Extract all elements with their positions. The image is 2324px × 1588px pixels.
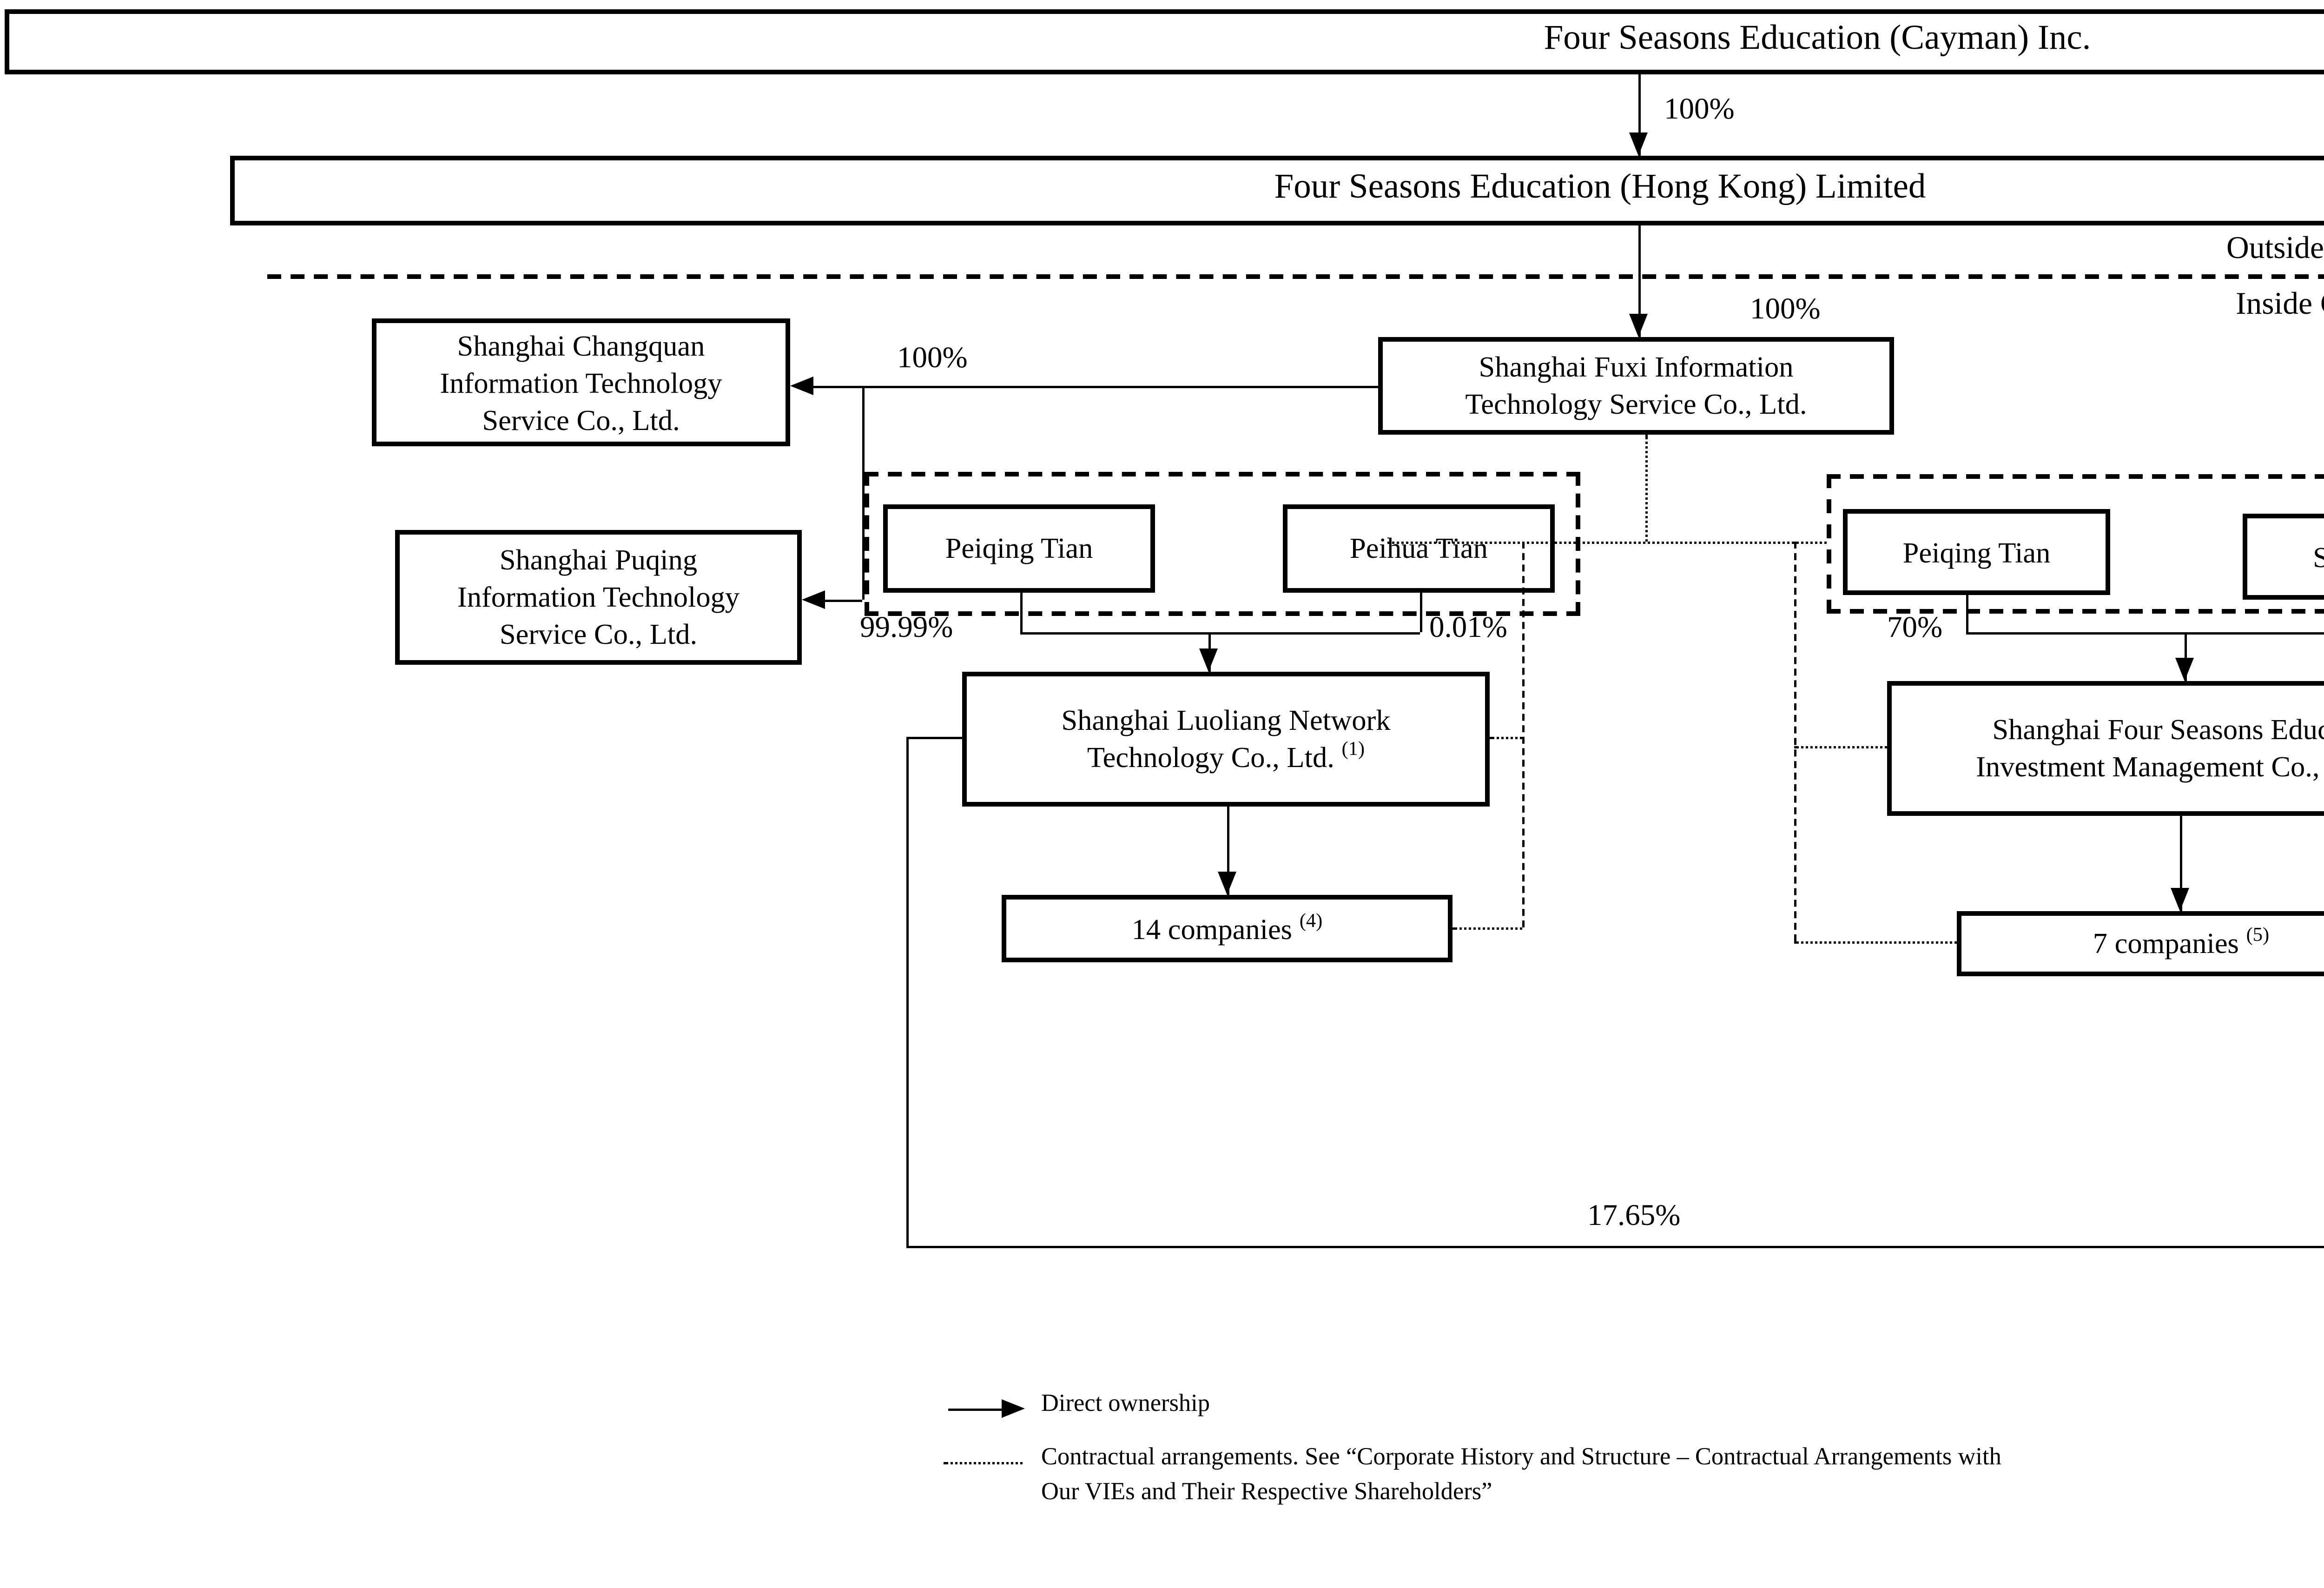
connector-solid-line [811, 600, 862, 602]
node-label: Suhua Zhu [2313, 538, 2324, 576]
footnote-marker: (4) [1299, 907, 1323, 931]
legend-arrowhead-icon [1002, 1399, 1025, 1418]
legend-contractual-label-line1: Contractual arrangements. See “Corporate… [1041, 1446, 2001, 1471]
connector-solid-line [2180, 816, 2182, 911]
ownership-percentage: 99.99% [860, 609, 953, 644]
node-cayman: Four Seasons Education (Cayman) Inc. [5, 9, 2324, 74]
node-label: Shanghai Changquan [457, 329, 705, 362]
arrowhead-icon [1629, 314, 1648, 337]
connector-china-line [267, 274, 2324, 279]
arrowhead-icon [2171, 888, 2189, 911]
connector-dotted-line [1387, 542, 1827, 544]
node-label: Four Seasons Education (Cayman) Inc. [1544, 22, 2091, 60]
node-peihua-tian: Peihua Tian [1283, 504, 1555, 593]
connector-dashed-line [1522, 542, 1525, 927]
connector-solid-line [1966, 632, 2324, 635]
connector-solid-line [1020, 593, 1023, 632]
inside-china-label: Inside China [2236, 286, 2324, 321]
node-suhua-zhu: Suhua Zhu [2243, 514, 2324, 600]
arrowhead-icon [1218, 872, 1236, 895]
connector-dotted-line [1794, 941, 1957, 944]
arrowhead-icon [2175, 658, 2194, 681]
node-peiqing-tian-1: Peiqing Tian [883, 504, 1155, 593]
connector-solid-line [1966, 595, 1968, 632]
node-label: 14 companies (4) [1131, 907, 1323, 945]
connector-dotted-line [1452, 927, 1522, 930]
node-label: Shanghai Puqing [499, 544, 698, 576]
node-label: Information Technology [457, 581, 740, 614]
node-vie2-owners [1827, 474, 2324, 614]
node-label: 7 companies (5) [2093, 922, 2270, 960]
node-label: Information Technology [440, 366, 722, 399]
node-label: Peihua Tian [1349, 532, 1488, 565]
node-label: Shanghai Luoliang Network [1061, 704, 1391, 737]
node-hongkong: Four Seasons Education (Hong Kong) Limit… [230, 156, 2324, 225]
connector-solid-line [906, 737, 962, 739]
arrowhead-icon [790, 377, 813, 395]
ownership-percentage: 100% [1664, 91, 1735, 126]
footnote-marker: (5) [2246, 922, 2270, 946]
connector-solid-line [1227, 807, 1229, 895]
node-label: Investment Management Co., Ltd. (2) [1976, 751, 2324, 783]
connector-dotted-line [1794, 746, 1887, 748]
ownership-percentage: 0.01% [1429, 609, 1507, 644]
arrowhead-icon [1629, 132, 1648, 156]
outside-china-label: Outside China [2226, 230, 2324, 265]
connector-solid-line [906, 737, 909, 1246]
node-label: Technology Service Co., Ltd. [1465, 388, 1807, 421]
connector-solid-line [1020, 632, 1420, 635]
node-companies-7: 7 companies (5) [1957, 911, 2324, 976]
node-vie1-owners [865, 472, 1580, 616]
connector-solid-line [862, 386, 865, 600]
footnote-marker: (1) [1341, 736, 1365, 760]
node-label: Peiqing Tian [1902, 536, 2051, 569]
ownership-percentage: 100% [1750, 291, 1821, 325]
node-label: Shanghai Fuxi Information [1479, 351, 1794, 384]
node-label: Service Co., Ltd. [499, 618, 698, 651]
connector-solid-line [1420, 593, 1422, 632]
node-label: Technology Co., Ltd. (1) [1087, 736, 1365, 774]
node-peiqing-tian-2: Peiqing Tian [1843, 509, 2110, 595]
connector-solid-line [2185, 632, 2187, 681]
connector-dotted-line [1490, 737, 1522, 739]
connector-dotted-line [1645, 435, 1648, 542]
connector-solid-line [1638, 225, 1641, 337]
legend-direct-ownership-label: Direct ownership [1041, 1392, 1210, 1418]
connector-solid-line [799, 386, 1378, 388]
node-label: Service Co., Ltd. [482, 403, 680, 436]
connector-dashed-line [1794, 542, 1796, 941]
arrowhead-icon [802, 590, 825, 609]
legend-contractual-label-line2: Our VIEs and Their Respective Shareholde… [1041, 1481, 1492, 1506]
node-label: Shanghai Four Seasons Education [1992, 714, 2324, 746]
legend-contractual-line [944, 1462, 1023, 1464]
node-label: Four Seasons Education (Hong Kong) Limit… [1274, 171, 1926, 208]
node-label: Peiqing Tian [945, 532, 1093, 565]
connector-solid-line [906, 1246, 2324, 1248]
legend-direct-ownership-line [948, 1409, 1018, 1411]
arrowhead-icon [1199, 648, 1218, 672]
ownership-percentage: 100% [897, 339, 968, 374]
ownership-percentage: 70% [1887, 609, 1943, 644]
ownership-percentage: 17.65% [1587, 1197, 1681, 1232]
node-companies-14: 14 companies (4) [1002, 895, 1452, 962]
node-invest: Shanghai Four Seasons EducationInvestmen… [1887, 681, 2324, 816]
connector-solid-line [1638, 74, 1641, 156]
